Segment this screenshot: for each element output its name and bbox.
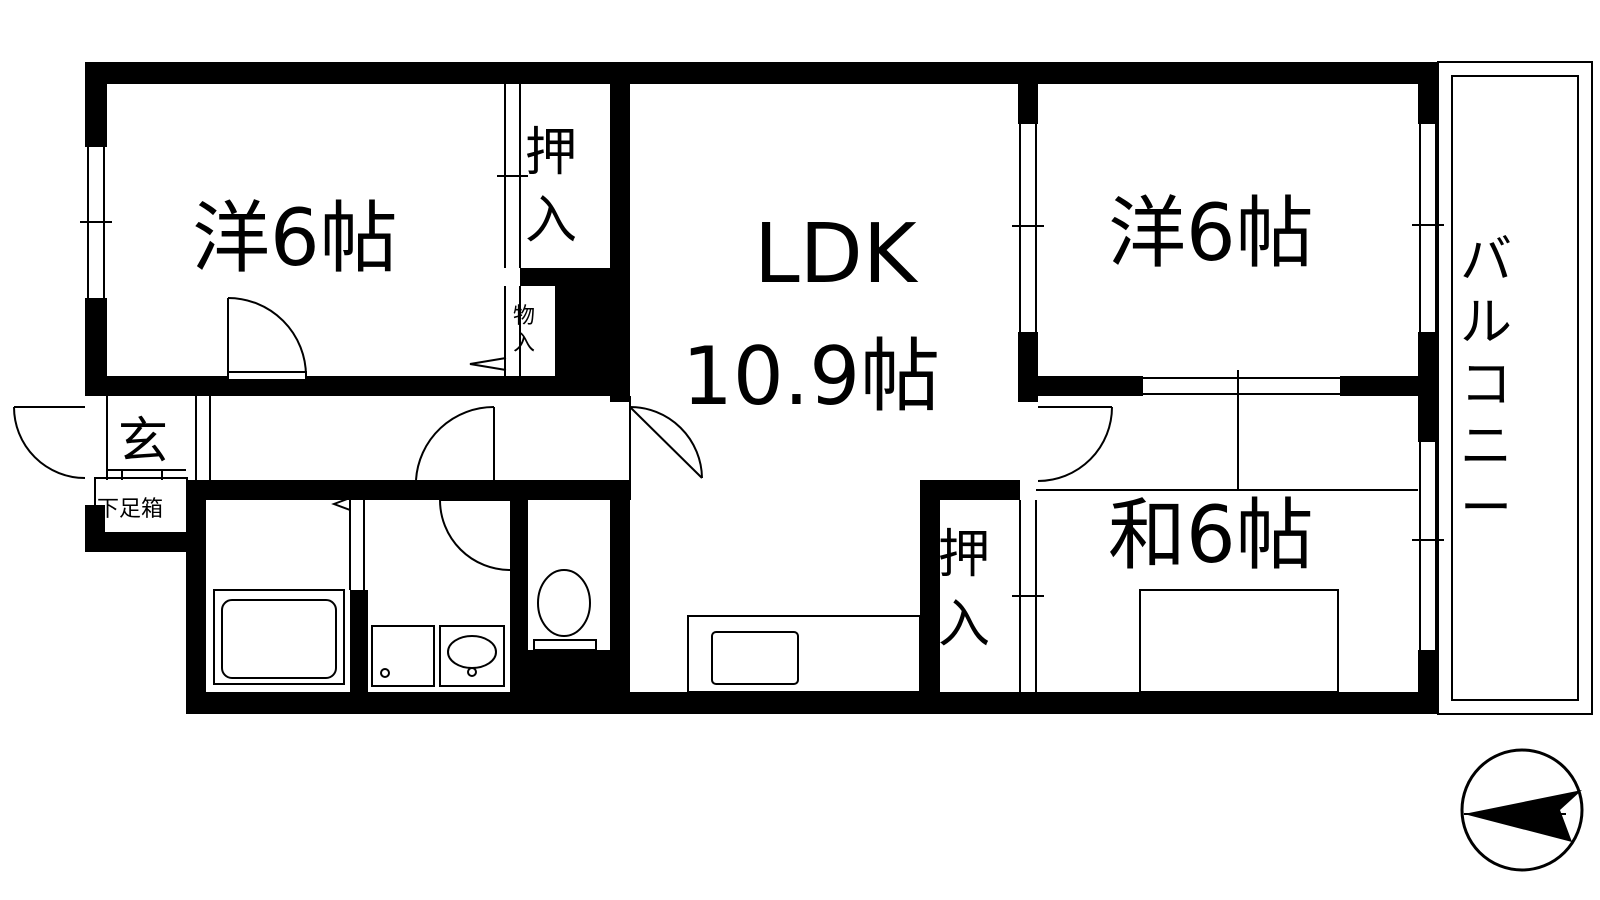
balcony-char-3: コ [1460, 355, 1512, 415]
shower-pan [371, 625, 435, 687]
storage-small-label-1: 物 [513, 304, 535, 329]
balcony-label: バ ル コ ニ ー [1460, 231, 1512, 539]
wash-basin [439, 625, 505, 687]
ldk-area-label: 10.9帖 [682, 330, 940, 423]
entrance-label: 玄 [118, 412, 168, 470]
bathtub [213, 589, 345, 685]
north-arrow-icon [1460, 748, 1584, 872]
balcony-char-4: ニ [1460, 417, 1512, 477]
balcony-char-2: ル [1460, 293, 1512, 353]
walls [85, 62, 1438, 714]
western-room-left-label: 洋6帖 [192, 194, 398, 284]
closet-left-label-1: 押 [525, 123, 577, 183]
balcony-char-1: バ [1460, 231, 1512, 291]
ldk-label: LDK [754, 207, 919, 302]
windows [80, 84, 1444, 693]
balcony-char-5: ー [1460, 479, 1512, 539]
japanese-room-label: 和6帖 [1108, 491, 1314, 581]
shoe-box-outline [94, 469, 188, 535]
western-room-right-label: 洋6帖 [1108, 189, 1314, 279]
balcony [1437, 61, 1593, 715]
doors [13, 286, 1113, 590]
storage-small-label-2: 入 [513, 331, 535, 356]
room-labels: 洋6帖 押 入 物 入 LDK 10.9帖 洋6帖 和6帖 押 入 玄 下足箱 [97, 123, 1314, 655]
closet-center-label-2: 入 [938, 595, 990, 655]
closet-center-label-1: 押 [938, 525, 990, 585]
shoe-box-label: 下足箱 [97, 497, 163, 522]
closet-left-label-2: 入 [525, 191, 577, 251]
toilet [533, 569, 597, 651]
